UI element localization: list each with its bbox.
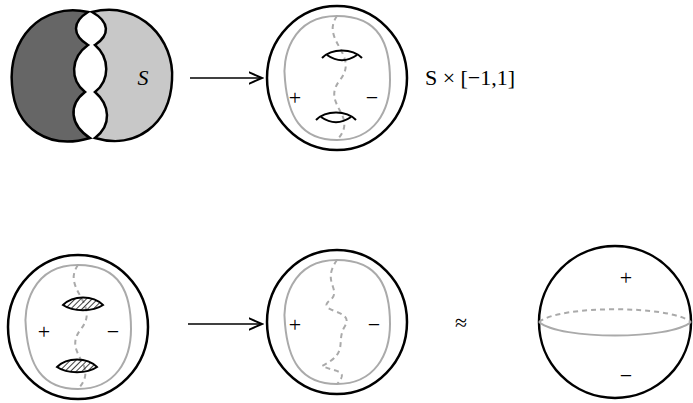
equivalence-symbol: ≈ (455, 312, 467, 334)
sign-label: + (620, 267, 632, 289)
sign-label: − (107, 321, 119, 343)
sign-label: − (620, 365, 632, 387)
product-label: S × [−1,1] (425, 67, 515, 89)
sign-label: + (289, 87, 301, 109)
sign-label: − (366, 87, 378, 109)
sign-label: + (289, 314, 301, 336)
sign-label: − (368, 314, 380, 336)
sign-label: + (38, 321, 50, 343)
surface-name: S (138, 67, 149, 89)
